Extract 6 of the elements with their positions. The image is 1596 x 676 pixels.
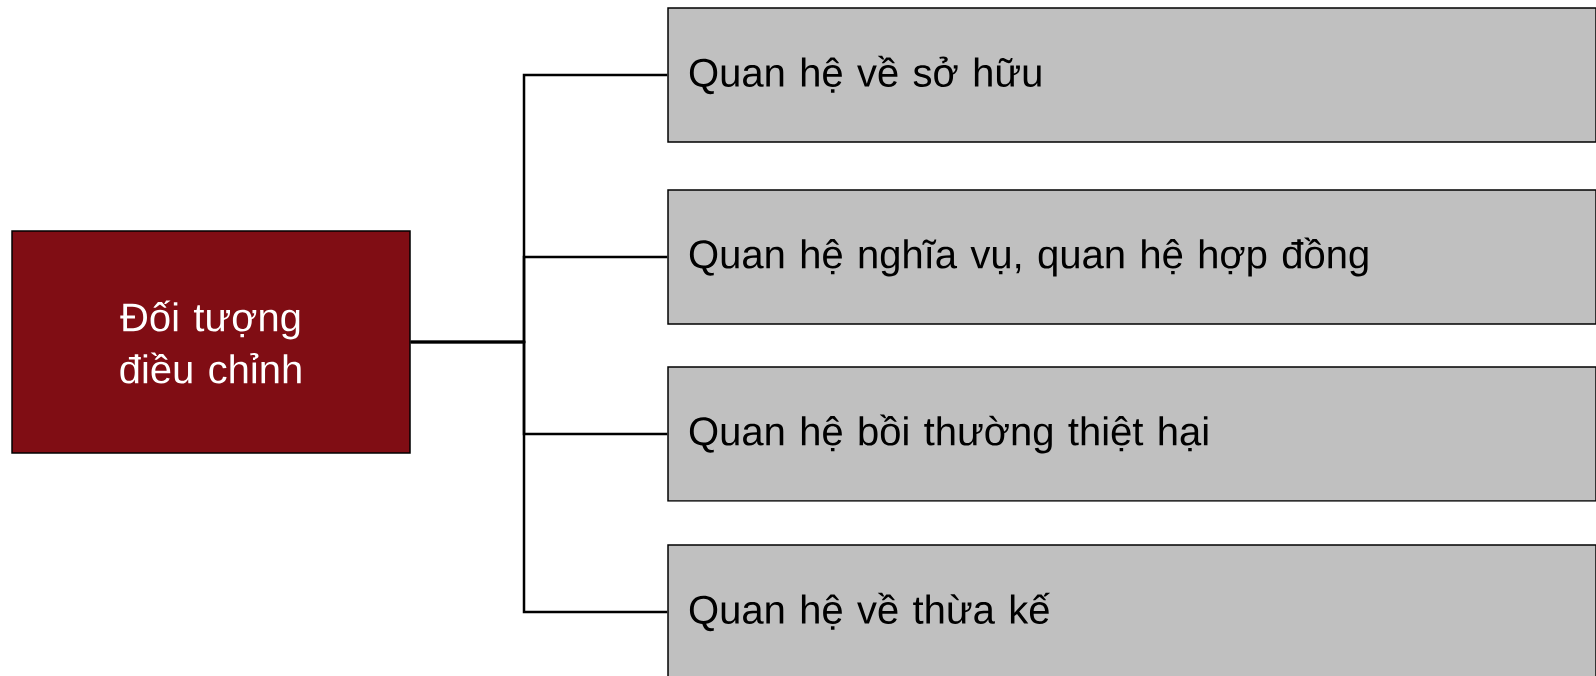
category-box: Quan hệ về sở hữu bbox=[667, 7, 1596, 143]
category-box: Quan hệ nghĩa vụ, quan hệ hợp đồng bbox=[667, 189, 1596, 325]
category-box: Quan hệ bồi thường thiệt hại bbox=[667, 366, 1596, 502]
category-box: Quan hệ về thừa kế bbox=[667, 544, 1596, 676]
connector-line bbox=[410, 340, 668, 614]
topic-box: Đối tượng điều chỉnh bbox=[11, 230, 411, 454]
